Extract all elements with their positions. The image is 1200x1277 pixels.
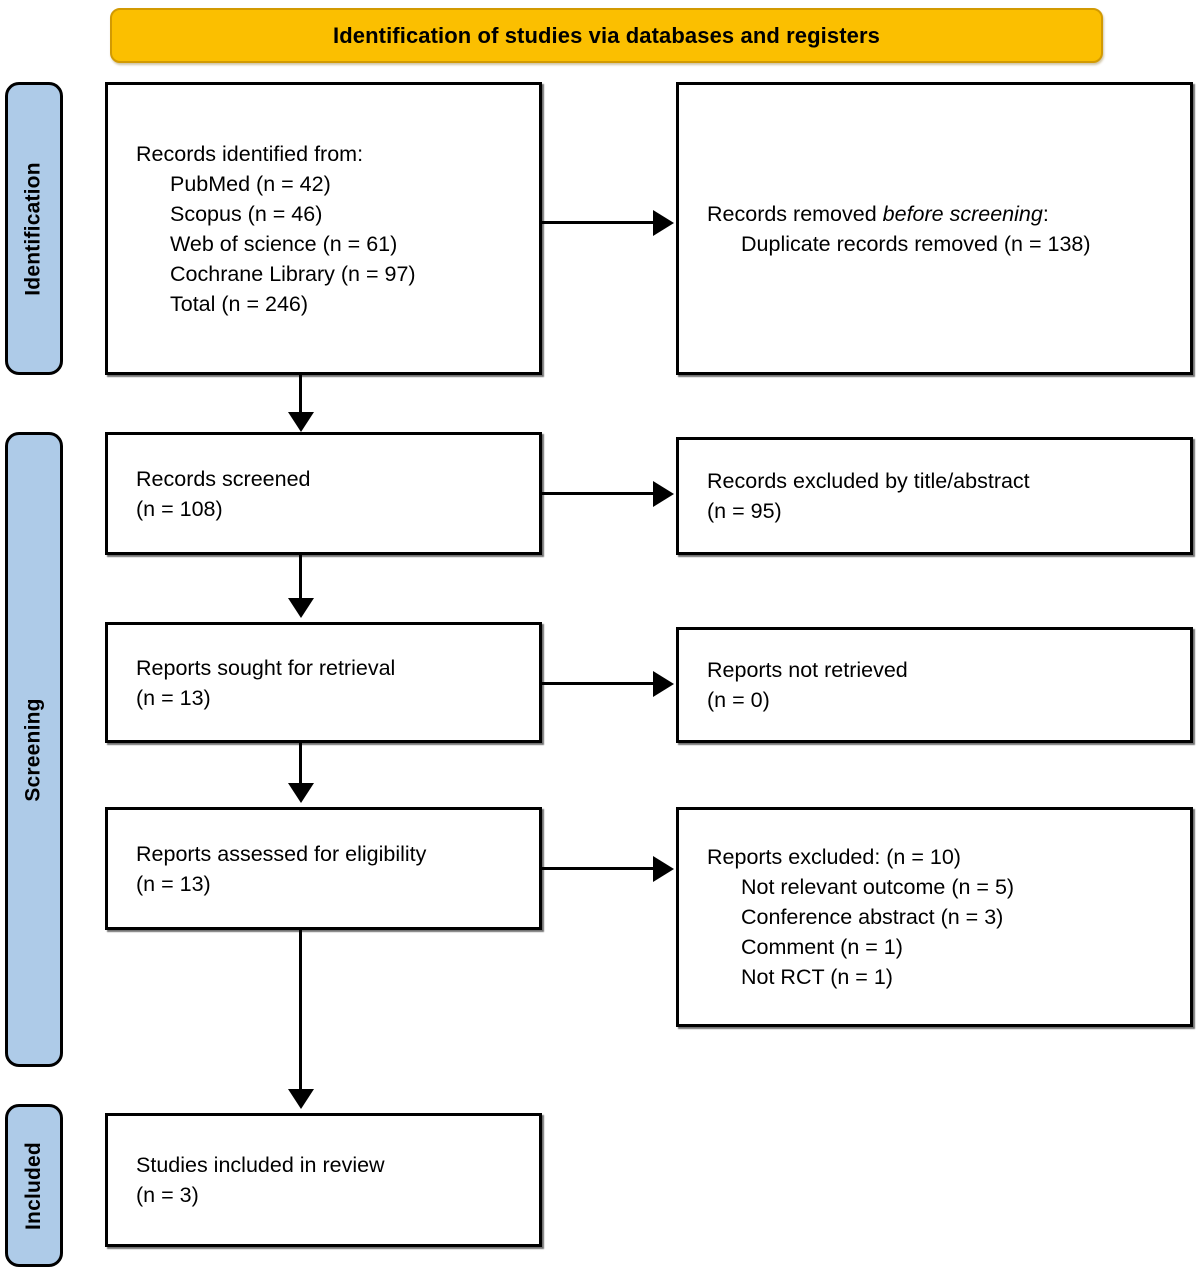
arrow-down-icon <box>288 412 314 432</box>
box-reports-not-retrieved: Reports not retrieved (n = 0) <box>676 627 1193 743</box>
connector-identified-to-removed <box>542 221 655 224</box>
arrow-right-icon <box>653 481 674 507</box>
arrow-right-icon <box>653 210 674 236</box>
source-total: Total (n = 246) <box>170 291 309 316</box>
excluded-title-abstract-count: (n = 95) <box>707 499 782 523</box>
records-removed-emphasis: before screening <box>882 201 1043 226</box>
reports-not-retrieved-count: (n = 0) <box>707 688 770 712</box>
records-screened-count: (n = 108) <box>136 496 223 521</box>
source-cochrane-library: Cochrane Library (n = 97) <box>170 261 416 286</box>
reports-assessed-count: (n = 13) <box>136 871 211 896</box>
records-removed-colon: : <box>1042 201 1049 226</box>
connector-sought-to-assessed <box>299 743 302 788</box>
studies-included-label: Studies included in review <box>136 1153 385 1177</box>
records-screened-label: Records screened <box>136 466 311 491</box>
arrow-down-icon <box>288 1089 314 1109</box>
box-records-excluded-title-abstract: Records excluded by title/abstract (n = … <box>676 437 1193 555</box>
arrow-down-icon <box>288 598 314 618</box>
box-reports-sought-for-retrieval: Reports sought for retrieval (n = 13) <box>105 622 542 743</box>
reports-assessed-label: Reports assessed for eligibility <box>136 841 427 866</box>
exclusion-reason-not-rct: Not RCT (n = 1) <box>741 965 893 989</box>
stage-label-identification: Identification <box>5 82 63 375</box>
connector-sought-to-not-retrieved <box>542 682 655 685</box>
diagram-header-banner: Identification of studies via databases … <box>110 8 1103 63</box>
reports-excluded-heading: Reports excluded: (n = 10) <box>707 845 961 869</box>
stage-label-screening: Screening <box>5 432 63 1067</box>
connector-screened-to-sought <box>299 555 302 603</box>
duplicate-records-removed: Duplicate records removed (n = 138) <box>741 231 1091 256</box>
arrow-down-icon <box>288 783 314 803</box>
records-removed-heading: Records removed before screening: <box>707 199 1178 229</box>
exclusion-reason-conference-abstract: Conference abstract (n = 3) <box>741 905 1004 929</box>
stage-label-identification-text: Identification <box>22 161 45 296</box>
reports-not-retrieved-label: Reports not retrieved <box>707 658 908 682</box>
arrow-right-icon <box>653 671 674 697</box>
connector-assessed-to-included <box>299 930 302 1094</box>
diagram-title: Identification of studies via databases … <box>333 22 880 48</box>
source-web-of-science: Web of science (n = 61) <box>170 231 398 256</box>
box-reports-assessed-for-eligibility: Reports assessed for eligibility (n = 13… <box>105 807 542 930</box>
reports-sought-count: (n = 13) <box>136 685 211 710</box>
stage-label-included-text: Included <box>22 1141 46 1230</box>
source-pubmed: PubMed (n = 42) <box>170 171 331 196</box>
box-records-identified: Records identified from: PubMed (n = 42)… <box>105 82 542 375</box>
records-identified-heading: Records identified from: <box>136 141 364 166</box>
records-removed-prefix: Records removed <box>707 201 883 226</box>
exclusion-reason-not-relevant-outcome: Not relevant outcome (n = 5) <box>741 875 1015 899</box>
box-records-removed: Records removed before screening: Duplic… <box>676 82 1193 375</box>
stage-label-included: Included <box>5 1104 63 1267</box>
source-scopus: Scopus (n = 46) <box>170 201 323 226</box>
stage-label-screening-text: Screening <box>22 697 45 802</box>
reports-sought-label: Reports sought for retrieval <box>136 655 396 680</box>
box-reports-excluded: Reports excluded: (n = 10) Not relevant … <box>676 807 1193 1027</box>
arrow-right-icon <box>653 856 674 882</box>
studies-included-count: (n = 3) <box>136 1183 199 1207</box>
connector-identified-to-screened <box>299 375 302 417</box>
box-records-screened: Records screened (n = 108) <box>105 432 542 555</box>
excluded-title-abstract-label: Records excluded by title/abstract <box>707 469 1030 493</box>
connector-assessed-to-excluded-full <box>542 867 655 870</box>
box-studies-included-in-review: Studies included in review (n = 3) <box>105 1113 542 1247</box>
exclusion-reason-comment: Comment (n = 1) <box>741 935 903 959</box>
connector-screened-to-excluded <box>542 492 655 495</box>
